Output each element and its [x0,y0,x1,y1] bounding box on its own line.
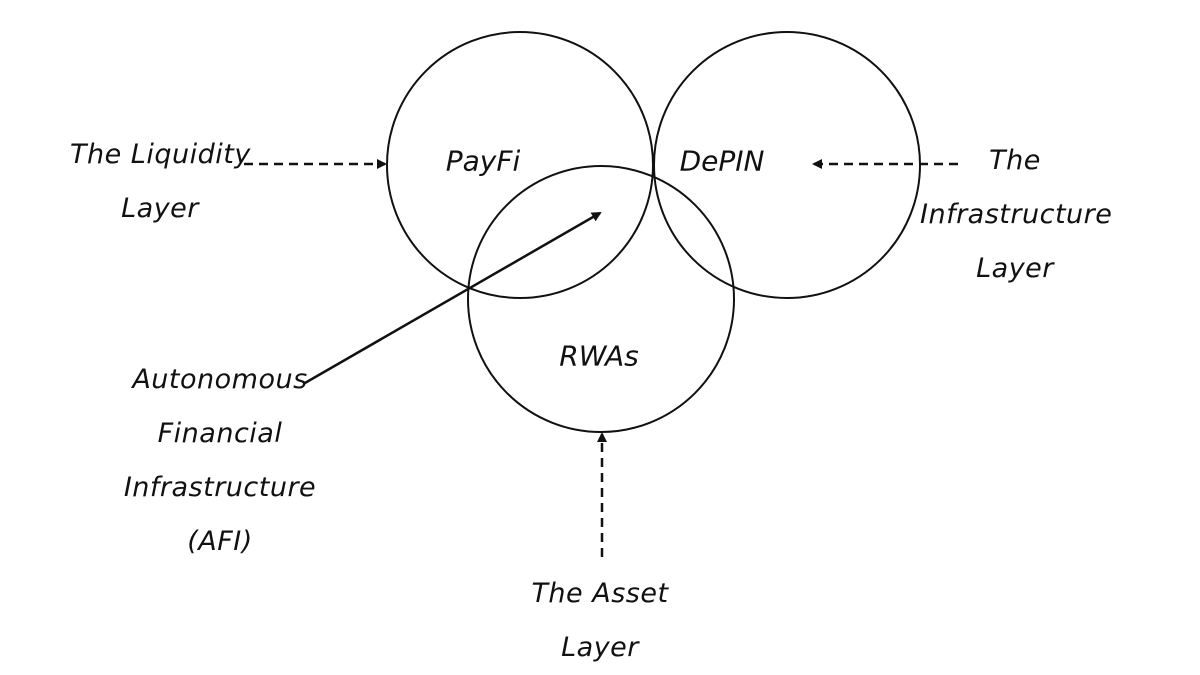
asset-label-line: Layer [561,632,639,663]
set-label-payfi: PayFi [445,144,521,178]
liquidity-layer-label: The Liquidity Layer [70,128,250,236]
infrastructure-label-line: Infrastructure [920,199,1113,230]
afi-label: Autonomous Financial Infrastructure (AFI… [120,353,320,569]
afi-label-line: Infrastructure [123,472,317,503]
set-label-depin: DePIN [679,144,765,178]
infrastructure-label-line: Layer [976,253,1054,284]
infrastructure-layer-label: The Infrastructure Layer [920,134,1113,296]
afi-label-line: Financial [157,418,283,449]
asset-label-line: The Asset [531,578,669,609]
afi-label-line: (AFI) [187,526,253,557]
infrastructure-label-line: The [989,145,1041,176]
asset-layer-label: The Asset Layer [510,567,690,675]
liquidity-label-line: The Liquidity [70,139,251,170]
circle-rwas [467,165,735,433]
afi-arrow [304,211,602,385]
afi-label-line: Autonomous [132,364,308,395]
set-label-rwas: RWAs [559,339,639,373]
liquidity-label-line: Layer [121,193,199,224]
